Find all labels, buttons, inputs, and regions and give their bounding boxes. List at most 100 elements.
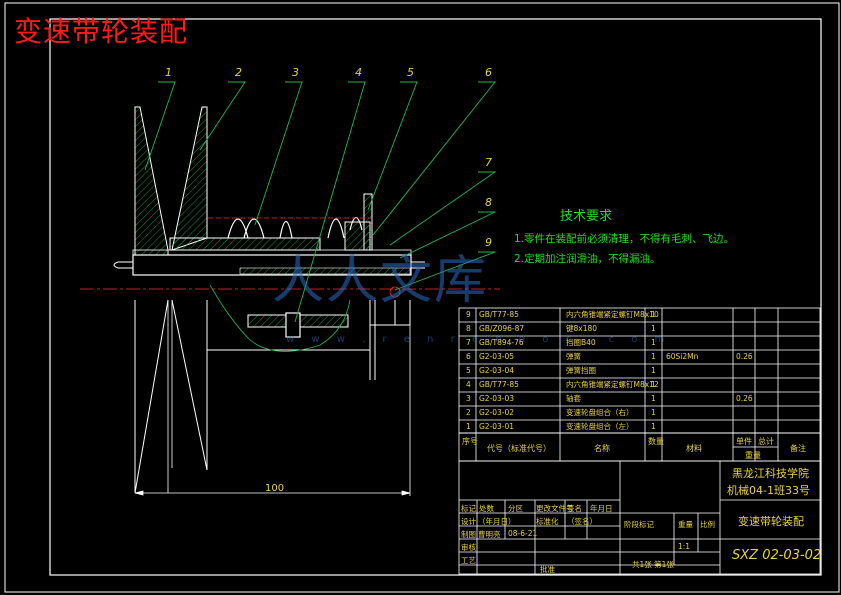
bom-cell-no: 9 xyxy=(466,310,471,319)
set-screw xyxy=(285,312,301,338)
bom-cell-qty: 1 xyxy=(651,310,656,319)
bom-cell-no: 6 xyxy=(466,352,471,361)
bom-cell-qty: 1 xyxy=(651,352,656,361)
bom-cell-no: 1 xyxy=(466,422,471,431)
inner-frame xyxy=(49,18,822,576)
bom-cell-name: 变速轮盘组合（右） xyxy=(566,408,634,417)
bom-cell-qty: 1 xyxy=(651,422,656,431)
bom-cell-name: 内六角锥端紧定螺钉M8x10 xyxy=(566,310,659,319)
tb-drawer-name: 曹明亮 xyxy=(478,530,501,539)
lower-hub xyxy=(206,300,411,380)
bom-header-qty: 数量 xyxy=(648,437,664,446)
leader-number-2: 2 xyxy=(235,66,242,79)
bom-cell-code: G2-03-04 xyxy=(479,366,515,375)
bom-cell-qty: 1 xyxy=(651,394,656,403)
tb-label-sign: 签名 xyxy=(567,504,582,513)
pulley-disc-left xyxy=(134,106,169,494)
bom-cell-no: 7 xyxy=(466,338,471,347)
bom-cell-code: GB/T894-76 xyxy=(479,338,524,347)
school-name: 黑龙江科技学院 xyxy=(732,467,809,480)
leader-number-7: 7 xyxy=(485,156,492,169)
bom-cell-name: 弹簧挡圈 xyxy=(566,366,596,375)
tb-label-approve: 批准 xyxy=(540,565,555,574)
bom-cell-name: 弹簧 xyxy=(566,352,581,361)
bom-cell-name: 内六角锥端紧定螺钉M8x12 xyxy=(566,380,659,389)
tech-req-title: 技术要求 xyxy=(560,209,613,224)
bom-header-note: 备注 xyxy=(790,444,806,453)
tb-label-draw: 制图 xyxy=(461,530,476,539)
watermark-logo: 人人文库 xyxy=(272,251,489,311)
pulley-disc-right xyxy=(171,106,208,471)
bom-cell-no: 3 xyxy=(466,394,471,403)
bom-header-name: 名称 xyxy=(594,444,610,453)
bom-header-material: 材料 xyxy=(686,444,702,453)
leader-number-6: 6 xyxy=(485,66,492,79)
bom-header-weight: 重量 xyxy=(745,451,761,460)
bom-cell-code: G2-03-01 xyxy=(479,422,515,431)
bom-cell-qty: 1 xyxy=(651,366,656,375)
tb-label-review: 审核 xyxy=(461,543,476,552)
tb-label-design: 设计 xyxy=(461,517,476,526)
leader-number-8: 8 xyxy=(485,196,492,209)
bom-cell-code: GB/Z096-87 xyxy=(479,324,525,333)
watermark-url: w w w . r e n r e n d o c . c o m xyxy=(286,334,672,345)
tech-req-item-1: 1.零件在装配前必须清理，不得有毛刺、飞边。 xyxy=(514,233,735,245)
tb-label-zone: 分区 xyxy=(508,504,523,513)
tb-label-stage-mark: 阶段标记 xyxy=(624,520,654,529)
bom-cell-name: 轴套 xyxy=(566,394,581,403)
tb-label-standardize: 标准化 xyxy=(536,517,559,526)
bom-cell-no: 2 xyxy=(466,408,471,417)
drawing-title: 变速带轮装配 xyxy=(14,15,189,48)
leader-number-3: 3 xyxy=(292,66,299,79)
bom-cell-no: 4 xyxy=(466,380,471,389)
bom-cell-code: GB/T77-85 xyxy=(479,380,519,389)
tb-label-process: 工艺 xyxy=(461,556,476,565)
class-info: 机械04-1班33号 xyxy=(727,484,810,497)
bom-cell-material: 60Si2Mn xyxy=(666,352,699,361)
bom-cell-qty: 1 xyxy=(651,408,656,417)
bom-cell-code: G2-03-05 xyxy=(479,352,515,361)
tb-label-weight: 重量 xyxy=(678,520,693,529)
bom-cell-unit-weight: 0.26 xyxy=(736,394,753,403)
bom-cell-no: 5 xyxy=(466,366,471,375)
title-block xyxy=(458,460,821,575)
spring xyxy=(227,216,363,239)
bom-header-no: 序号 xyxy=(462,437,478,446)
drawing-name: 变速带轮装配 xyxy=(738,515,804,528)
tb-label-date: 年月日 xyxy=(590,504,613,513)
bom-table xyxy=(458,307,821,462)
leader-number-5: 5 xyxy=(407,66,414,79)
tb-draw-date: 08-6-21 xyxy=(508,529,538,538)
bom-cell-code: G2-03-02 xyxy=(479,408,515,417)
shaft xyxy=(113,249,425,276)
tb-label-change-doc: 更改文件号 xyxy=(536,504,574,513)
tb-label-design-date: （年月日） xyxy=(478,517,516,526)
bom-cell-unit-weight: 0.26 xyxy=(736,352,753,361)
bom-cell-code: GB/T77-85 xyxy=(479,310,519,319)
bom-cell-name: 键8x180 xyxy=(566,324,598,333)
tb-label-count: 处数 xyxy=(479,504,494,513)
dimension-label: 100 xyxy=(265,483,285,494)
bom-cell-name: 挡圈B40 xyxy=(566,338,596,347)
bom-header-total: 总计 xyxy=(758,437,774,446)
leader-number-4: 4 xyxy=(355,66,362,79)
leader-number-1: 1 xyxy=(165,66,172,79)
tb-label-mark: 标记 xyxy=(461,504,476,513)
drawing-number: SXZ 02-03-02 xyxy=(732,548,822,563)
bom-header-unit: 单件 xyxy=(736,437,752,446)
tb-label-scale: 比例 xyxy=(700,520,715,529)
dimension-100 xyxy=(134,300,411,496)
bom-header-code: 代号（标准代号） xyxy=(487,444,551,453)
bom-cell-code: G2-03-03 xyxy=(479,394,515,403)
tb-label-standardize-sign: （签名） xyxy=(567,517,597,526)
bom-cell-no: 8 xyxy=(466,324,471,333)
outer-frame xyxy=(4,2,840,593)
key xyxy=(239,267,411,275)
bom-cell-qty: 1 xyxy=(651,324,656,333)
leader-lines xyxy=(144,81,497,323)
tech-req-item-2: 2.定期加注润滑油，不得漏油。 xyxy=(514,253,661,265)
bom-cell-name: 变速轮盘组合（左） xyxy=(566,422,634,431)
sheet-count: 共1张 第1张 xyxy=(632,560,674,569)
bom-cell-qty: 1 xyxy=(651,380,656,389)
